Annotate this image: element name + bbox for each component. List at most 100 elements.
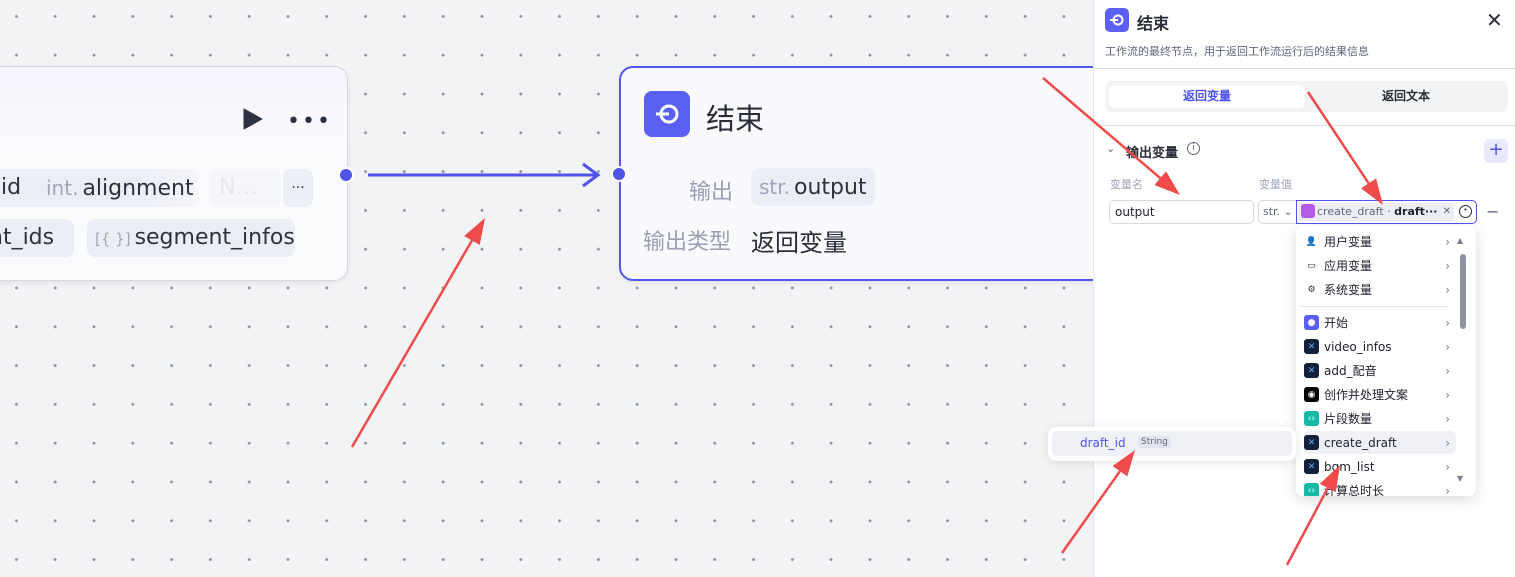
chevron-right-icon: › [1445, 282, 1450, 297]
input-port[interactable] [611, 166, 627, 182]
divider [1094, 68, 1515, 69]
chevron-right-icon: › [1445, 315, 1450, 330]
col-value-header: 变量值 [1259, 178, 1292, 191]
menu-item-label: 用户变量 [1324, 235, 1373, 249]
more-outputs-button[interactable]: ··· [283, 169, 313, 207]
menu-item[interactable]: ✕ bgm_list › [1304, 455, 1456, 478]
create-draft-node[interactable]: ••• id int.alignment N⁠… ··· nt_ids [{ }… [0, 66, 348, 281]
end-node[interactable]: 结束 输出 str.output 输出类型 返回变量 [619, 66, 1139, 281]
user-icon: 👤 [1304, 234, 1319, 249]
scrollbar[interactable] [1460, 254, 1466, 329]
code-icon: ‹› [1304, 483, 1319, 496]
menu-divider [1300, 306, 1448, 307]
variable-name-input[interactable]: output [1109, 200, 1254, 224]
plugin-icon: ✕ [1304, 363, 1319, 378]
submenu-item-draft-id[interactable]: draft_id String [1052, 431, 1292, 456]
menu-item-label: bgm_list [1324, 459, 1375, 474]
panel-node-icon [1105, 8, 1129, 32]
llm-icon: ◉ [1304, 387, 1319, 402]
submenu-popup: draft_id String [1048, 427, 1296, 461]
menu-item[interactable]: 👤 用户变量 › [1304, 230, 1456, 253]
info-icon: i [1187, 142, 1200, 155]
type-select[interactable]: str. ⌄ [1258, 200, 1298, 224]
divider [1094, 125, 1515, 126]
play-icon[interactable] [241, 107, 265, 131]
menu-item-label: 开始 [1324, 316, 1349, 330]
menu-item[interactable]: ✕ video_infos › [1304, 335, 1456, 358]
menu-item-label: create_draft [1324, 435, 1397, 450]
menu-item-label: 应用变量 [1324, 259, 1373, 273]
menu-item-label: video_infos [1324, 339, 1392, 354]
plugin-icon: ✕ [1304, 459, 1319, 474]
submenu-var-type: String [1138, 436, 1171, 448]
close-icon[interactable]: ✕ [1486, 8, 1503, 32]
end-node-title: 结束 [706, 102, 765, 136]
menu-item-label: 计算总时长 [1324, 484, 1385, 496]
menu-item[interactable]: ✕ add_配音 › [1304, 359, 1456, 382]
output-pill-segment-infos: [{ }]segment_infos [87, 219, 295, 257]
workflow-canvas[interactable]: ••• id int.alignment N⁠… ··· nt_ids [{ }… [0, 0, 1139, 577]
menu-item-label: add_配音 [1324, 364, 1377, 378]
chevron-right-icon: › [1445, 483, 1450, 497]
menu-item[interactable]: ‹› 计算总时长 › [1304, 479, 1456, 496]
remove-variable-button[interactable]: − [1486, 202, 1500, 221]
chevron-right-icon: › [1445, 234, 1450, 249]
ref-sep: · [1387, 205, 1391, 218]
plugin-icon: ✕ [1304, 339, 1319, 354]
code-icon: ‹› [1304, 411, 1319, 426]
chevron-right-icon: › [1445, 339, 1450, 354]
menu-item[interactable]: ● 开始 › [1304, 311, 1456, 334]
panel-description: 工作流的最终节点，用于返回工作流运行后的结果信息 [1105, 45, 1369, 58]
menu-item[interactable]: ◉ 创作并处理文案 › [1304, 383, 1456, 406]
gear-icon: ⚙ [1304, 282, 1319, 297]
menu-item-label: 系统变量 [1324, 283, 1373, 297]
tab-return-variables[interactable]: 返回变量 [1109, 85, 1305, 108]
end-node-settings-panel: 结束 ✕ 工作流的最终节点，用于返回工作流运行后的结果信息 返回变量 返回文本 … [1093, 0, 1515, 577]
end-node-icon [644, 91, 690, 137]
chevron-right-icon: › [1445, 411, 1450, 426]
output-label: 输出 [689, 180, 734, 205]
connection-edge [368, 162, 601, 188]
collapse-chevron-icon[interactable]: ⌄ [1106, 142, 1116, 155]
ref-var: draft··· [1394, 205, 1438, 218]
type-select-value: str. [1263, 205, 1281, 218]
output-type-label: 输出类型 [643, 230, 732, 255]
section-title: 输出变量 [1126, 146, 1179, 161]
output-port[interactable] [338, 167, 354, 183]
variable-ref-select[interactable]: create_draft · draft··· ✕ • [1296, 200, 1477, 224]
col-name-header: 变量名 [1110, 178, 1143, 191]
chevron-right-icon: › [1445, 258, 1450, 273]
menu-item[interactable]: ✕ create_draft › [1304, 431, 1456, 454]
plugin-icon: ✕ [1304, 435, 1319, 450]
scroll-up-icon[interactable]: ▲ [1457, 236, 1464, 245]
menu-item-label: 片段数量 [1324, 412, 1373, 426]
submenu-var-name: draft_id [1080, 436, 1126, 450]
output-type-value: 返回变量 [751, 229, 847, 257]
menu-item[interactable]: ⚙ 系统变量 › [1304, 278, 1456, 301]
chevron-right-icon: › [1445, 387, 1450, 402]
chevron-right-icon: › [1445, 435, 1450, 450]
output-pill-alignment: int.alignment [38, 169, 198, 207]
panel-title: 结束 [1137, 14, 1170, 33]
ref-node: create_draft [1317, 205, 1384, 218]
variable-dropdown-menu: 👤 用户变量 › ▭ 应用变量 › ⚙ 系统变量 › ● 开始 › ✕ video_infos › ✕ add_… [1296, 226, 1476, 496]
chevron-right-icon: › [1445, 459, 1450, 474]
ref-tag: create_draft · draft··· ✕ [1299, 203, 1454, 221]
folder-icon: ▭ [1304, 258, 1319, 273]
more-icon[interactable]: ••• [287, 109, 332, 134]
tab-bar: 返回变量 返回文本 [1105, 81, 1508, 112]
menu-item[interactable]: ▭ 应用变量 › [1304, 254, 1456, 277]
ref-node-icon [1301, 204, 1315, 218]
output-var-pill: str.output [751, 168, 875, 206]
output-pill-segment-ids: nt_ids [0, 219, 74, 257]
add-variable-button[interactable]: + [1484, 139, 1508, 163]
clear-ref-icon[interactable]: ✕ [1442, 206, 1451, 217]
menu-item-label: 创作并处理文案 [1324, 388, 1409, 402]
menu-item[interactable]: ‹› 片段数量 › [1304, 407, 1456, 430]
tab-return-text[interactable]: 返回文本 [1381, 89, 1430, 103]
output-pill-faded: N⁠… [211, 169, 281, 207]
start-icon: ● [1304, 315, 1319, 330]
chevron-right-icon: › [1445, 363, 1450, 378]
scroll-down-icon[interactable]: ▼ [1457, 474, 1464, 483]
variable-picker-icon[interactable]: • [1459, 205, 1472, 218]
